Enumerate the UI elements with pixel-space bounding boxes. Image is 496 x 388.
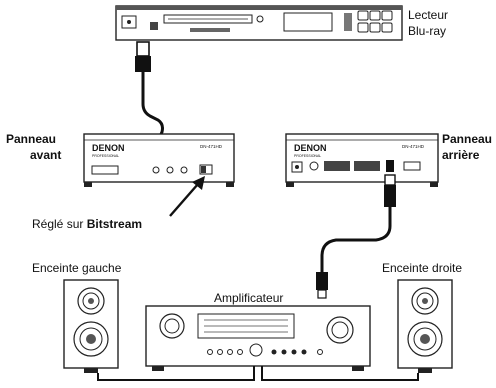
front-panel-label-line2: avant <box>30 148 62 162</box>
amplifier-label: Amplificateur <box>214 291 284 305</box>
speaker-wires <box>97 366 419 381</box>
bitstream-label: Réglé sur Bitstream <box>32 217 142 231</box>
bluray-player <box>115 5 403 41</box>
left-speaker-label: Enceinte gauche <box>32 261 122 275</box>
rear-brand-sub: PROFESSIONAL <box>294 154 321 158</box>
rear-panel-label-line1: Panneau <box>442 132 493 146</box>
bitstream-value: Bitstream <box>86 217 143 231</box>
bitstream-prefix: Réglé sur <box>32 217 87 231</box>
bluray-label-line1: Lecteur <box>408 8 449 22</box>
front-panel-label-line1: Panneau <box>6 132 57 146</box>
bitstream-arrow <box>169 176 205 217</box>
rear-panel-label-line2: arrière <box>442 148 480 162</box>
left-speaker <box>63 279 119 373</box>
front-panel-device <box>83 133 235 187</box>
front-brand-sub: PROFESSIONAL <box>92 154 119 158</box>
rear-model: DN-471HD <box>402 144 425 149</box>
right-speaker-label: Enceinte droite <box>382 261 463 275</box>
right-speaker <box>397 279 453 373</box>
front-model: DN-471HD <box>200 144 223 149</box>
amplifier <box>145 305 371 371</box>
rear-brand: DENON <box>294 143 327 153</box>
rear-panel-device <box>285 133 439 187</box>
front-brand: DENON <box>92 143 125 153</box>
bluray-label-line2: Blu-ray <box>408 24 447 38</box>
optical-cable <box>316 174 396 299</box>
